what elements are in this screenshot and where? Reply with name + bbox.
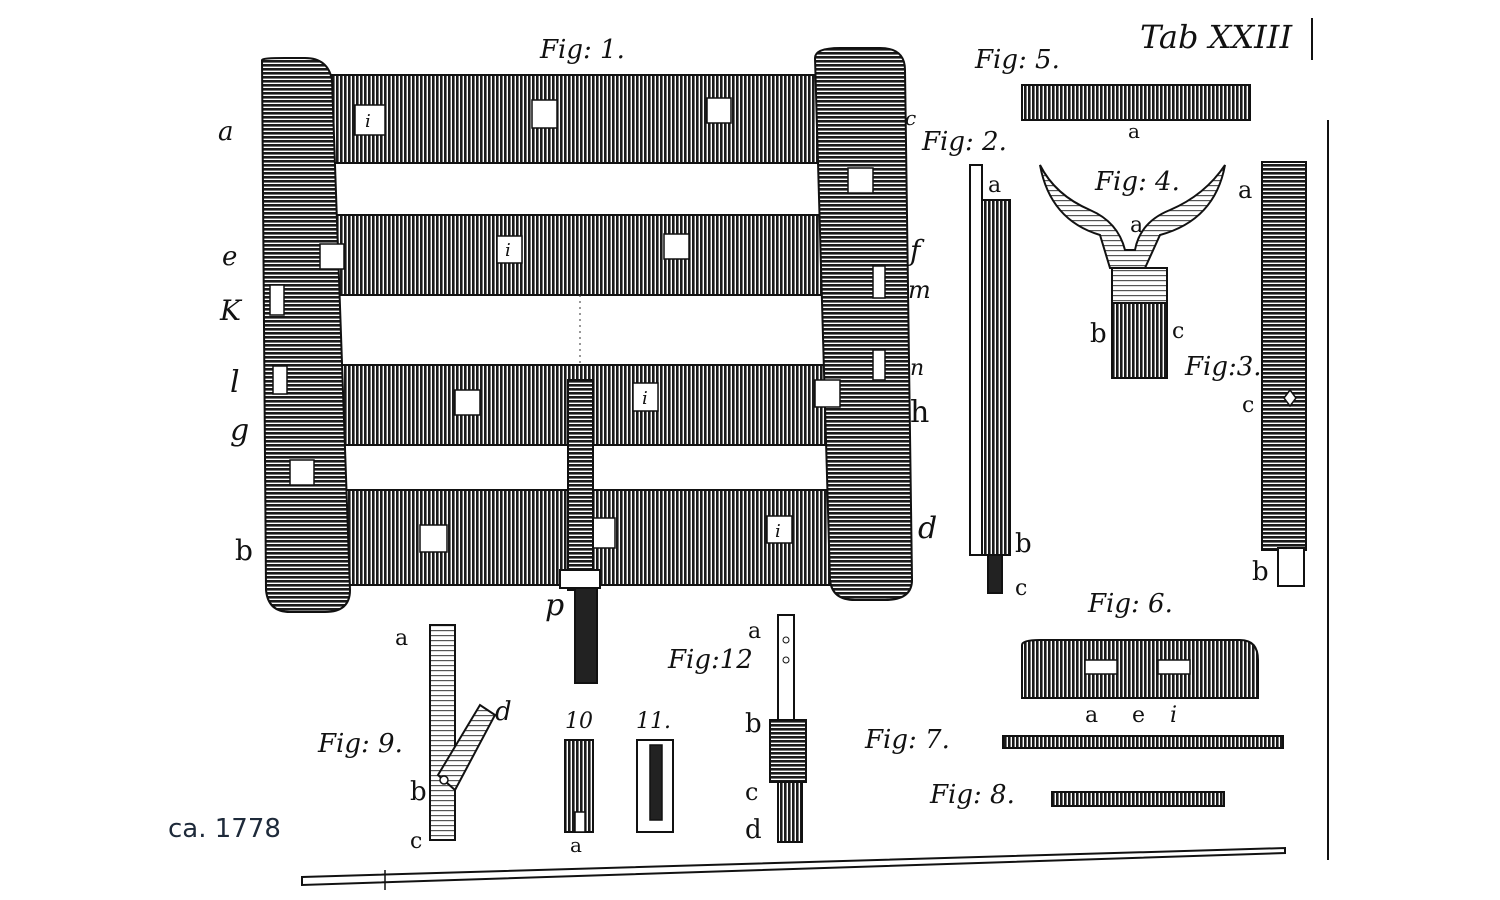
fig1-crossbar-1 (319, 74, 826, 164)
fig1-frame (260, 47, 914, 684)
fig1-spindle (567, 379, 594, 591)
fig1-spindle-collar (559, 569, 601, 589)
fig10-title: 10 (565, 709, 593, 734)
fig1-letter-h: h (910, 395, 929, 430)
fig7-strip (1002, 735, 1284, 749)
fig1-crossbar-2 (319, 214, 826, 296)
plate-title: Tab XXIII (1140, 18, 1293, 56)
fig9-letter-c: c (410, 829, 422, 854)
fig4-letter-a: a (1130, 213, 1143, 238)
fig2-letter-b: b (1015, 529, 1032, 559)
fig1-letter-f: f (908, 234, 925, 267)
fig7-title: Fig: 7. (864, 725, 950, 755)
fig12-spindle (769, 614, 807, 843)
fig5-letter-a: a (1128, 119, 1140, 143)
fig3-title: Fig:3. (1184, 352, 1262, 382)
fig1-title: Fig: 1. (539, 35, 625, 65)
fig6-letter-a: a (1085, 703, 1098, 728)
fig3-letter-a: a (1238, 176, 1252, 204)
fig4-fork (1039, 164, 1226, 379)
fig3-rod (1261, 161, 1307, 587)
fig12-letter-b: b (745, 709, 762, 739)
fig1-left-rail (260, 57, 352, 613)
fig12-letter-a: a (748, 619, 761, 644)
fig2-letter-a: a (988, 173, 1001, 198)
fig6-letter-e: e (1132, 703, 1145, 728)
fig4-letter-b: b (1090, 319, 1107, 349)
fig1-mortises (269, 97, 886, 553)
fig9-hinge (429, 624, 497, 841)
fig11-channel (636, 739, 674, 833)
fig1-letter-l: l (230, 365, 240, 400)
fig6-letter-i: i (1170, 703, 1177, 728)
scale-rule (301, 846, 1286, 890)
fig1-letter-c: c (905, 106, 916, 130)
fig1-letter-p: p (545, 588, 564, 623)
fig9-letter-a: a (395, 626, 408, 651)
fig9-title: Fig: 9. (317, 729, 403, 759)
fig1-letter-i-1: i (365, 111, 371, 132)
fig5-bar (1021, 84, 1251, 121)
fig10-slot (574, 811, 586, 833)
fig12-letter-c: c (745, 778, 758, 806)
fig2-letter-c: c (1015, 576, 1027, 601)
fig10-letter-a: a (570, 833, 582, 857)
fig1-letter-m: m (908, 276, 931, 304)
fig2-rod (969, 164, 1011, 594)
fig1-spindle-shaft (574, 587, 598, 684)
fig1-letter-k: K (219, 294, 243, 327)
fig12-letter-d: d (745, 815, 762, 845)
fig1-letter-b: b (235, 534, 253, 567)
fig1-letter-a: a (218, 117, 234, 147)
fig12-title: Fig:12 (667, 645, 753, 675)
fig5-title: Fig: 5. (974, 45, 1060, 75)
fig6-title: Fig: 6. (1087, 589, 1173, 619)
fig3-letter-c: c (1242, 393, 1254, 418)
fig1-letter-i-4: i (775, 521, 781, 542)
fig1-letter-d: d (918, 511, 937, 546)
fig1-letter-e: e (222, 242, 237, 272)
fig2-title: Fig: 2. (921, 127, 1007, 157)
date-caption: ca. 1778 (168, 814, 281, 844)
fig8-title: Fig: 8. (929, 780, 1015, 810)
fig1-right-rail (813, 47, 914, 601)
fig6-plate (1021, 639, 1259, 699)
fig1-letter-n: n (910, 356, 924, 381)
fig1-letter-g: g (230, 413, 249, 448)
fig4-letter-c: c (1172, 319, 1184, 344)
fig9-letter-d: d (495, 697, 512, 727)
fig8-strip (1051, 791, 1225, 807)
fig1-letter-i-3: i (642, 388, 648, 409)
fig1-letter-i-2: i (505, 240, 511, 261)
fig11-title: 11. (636, 709, 671, 734)
fig3-letter-b: b (1252, 557, 1269, 587)
fig4-title: Fig: 4. (1094, 167, 1180, 197)
fig9-letter-b: b (410, 777, 427, 807)
